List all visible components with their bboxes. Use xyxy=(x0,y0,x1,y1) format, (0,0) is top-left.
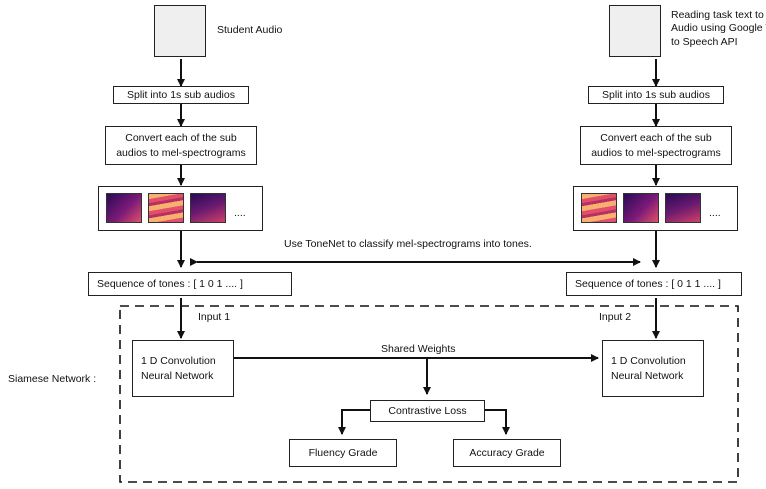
spectrogram-thumbnail xyxy=(665,193,701,223)
spectrogram-thumbnail xyxy=(190,193,226,223)
left-split-box: Split into 1s sub audios xyxy=(113,86,249,104)
right-split-box: Split into 1s sub audios xyxy=(588,86,724,104)
input-2-label: Input 2 xyxy=(599,311,632,323)
left-convert-box: Convert each of the sub audios to mel-sp… xyxy=(105,126,257,165)
contrastive-loss-box: Contrastive Loss xyxy=(370,400,485,422)
loss-to-grades xyxy=(338,409,510,435)
spectrogram-thumbnail xyxy=(581,193,617,223)
tts-audio-icon xyxy=(609,5,661,57)
siamese-network-label: Siamese Network : xyxy=(8,373,97,385)
student-audio-label: Student Audio xyxy=(217,24,283,36)
left-tone-sequence: Sequence of tones : [ 1 0 1 .... ] xyxy=(88,272,292,296)
spectrogram-thumbnail xyxy=(106,193,142,223)
left-ellipsis: .... xyxy=(234,207,246,219)
tts-audio-label: Reading task text to Audio using Google … xyxy=(671,9,766,48)
right-conv-box: 1 D Convolution Neural Network xyxy=(602,340,704,397)
spectrogram-thumbnail xyxy=(148,193,184,223)
left-conv-box: 1 D Convolution Neural Network xyxy=(132,340,234,397)
tonenet-label: Use ToneNet to classify mel-spectrograms… xyxy=(284,238,532,250)
tts-audio-label-clip: Reading task text to Audio using Google … xyxy=(671,9,766,59)
right-tone-sequence: Sequence of tones : [ 0 1 1 .... ] xyxy=(566,272,742,296)
fluency-grade-box: Fluency Grade xyxy=(289,439,397,467)
shared-weights-label: Shared Weights xyxy=(381,343,456,355)
spectrogram-thumbnail xyxy=(623,193,659,223)
student-audio-icon xyxy=(154,5,206,57)
siamese-boundary xyxy=(119,305,739,483)
accuracy-grade-box: Accuracy Grade xyxy=(453,439,561,467)
right-convert-box: Convert each of the sub audios to mel-sp… xyxy=(580,126,732,165)
right-ellipsis: .... xyxy=(709,207,721,219)
input-1-label: Input 1 xyxy=(198,311,231,323)
